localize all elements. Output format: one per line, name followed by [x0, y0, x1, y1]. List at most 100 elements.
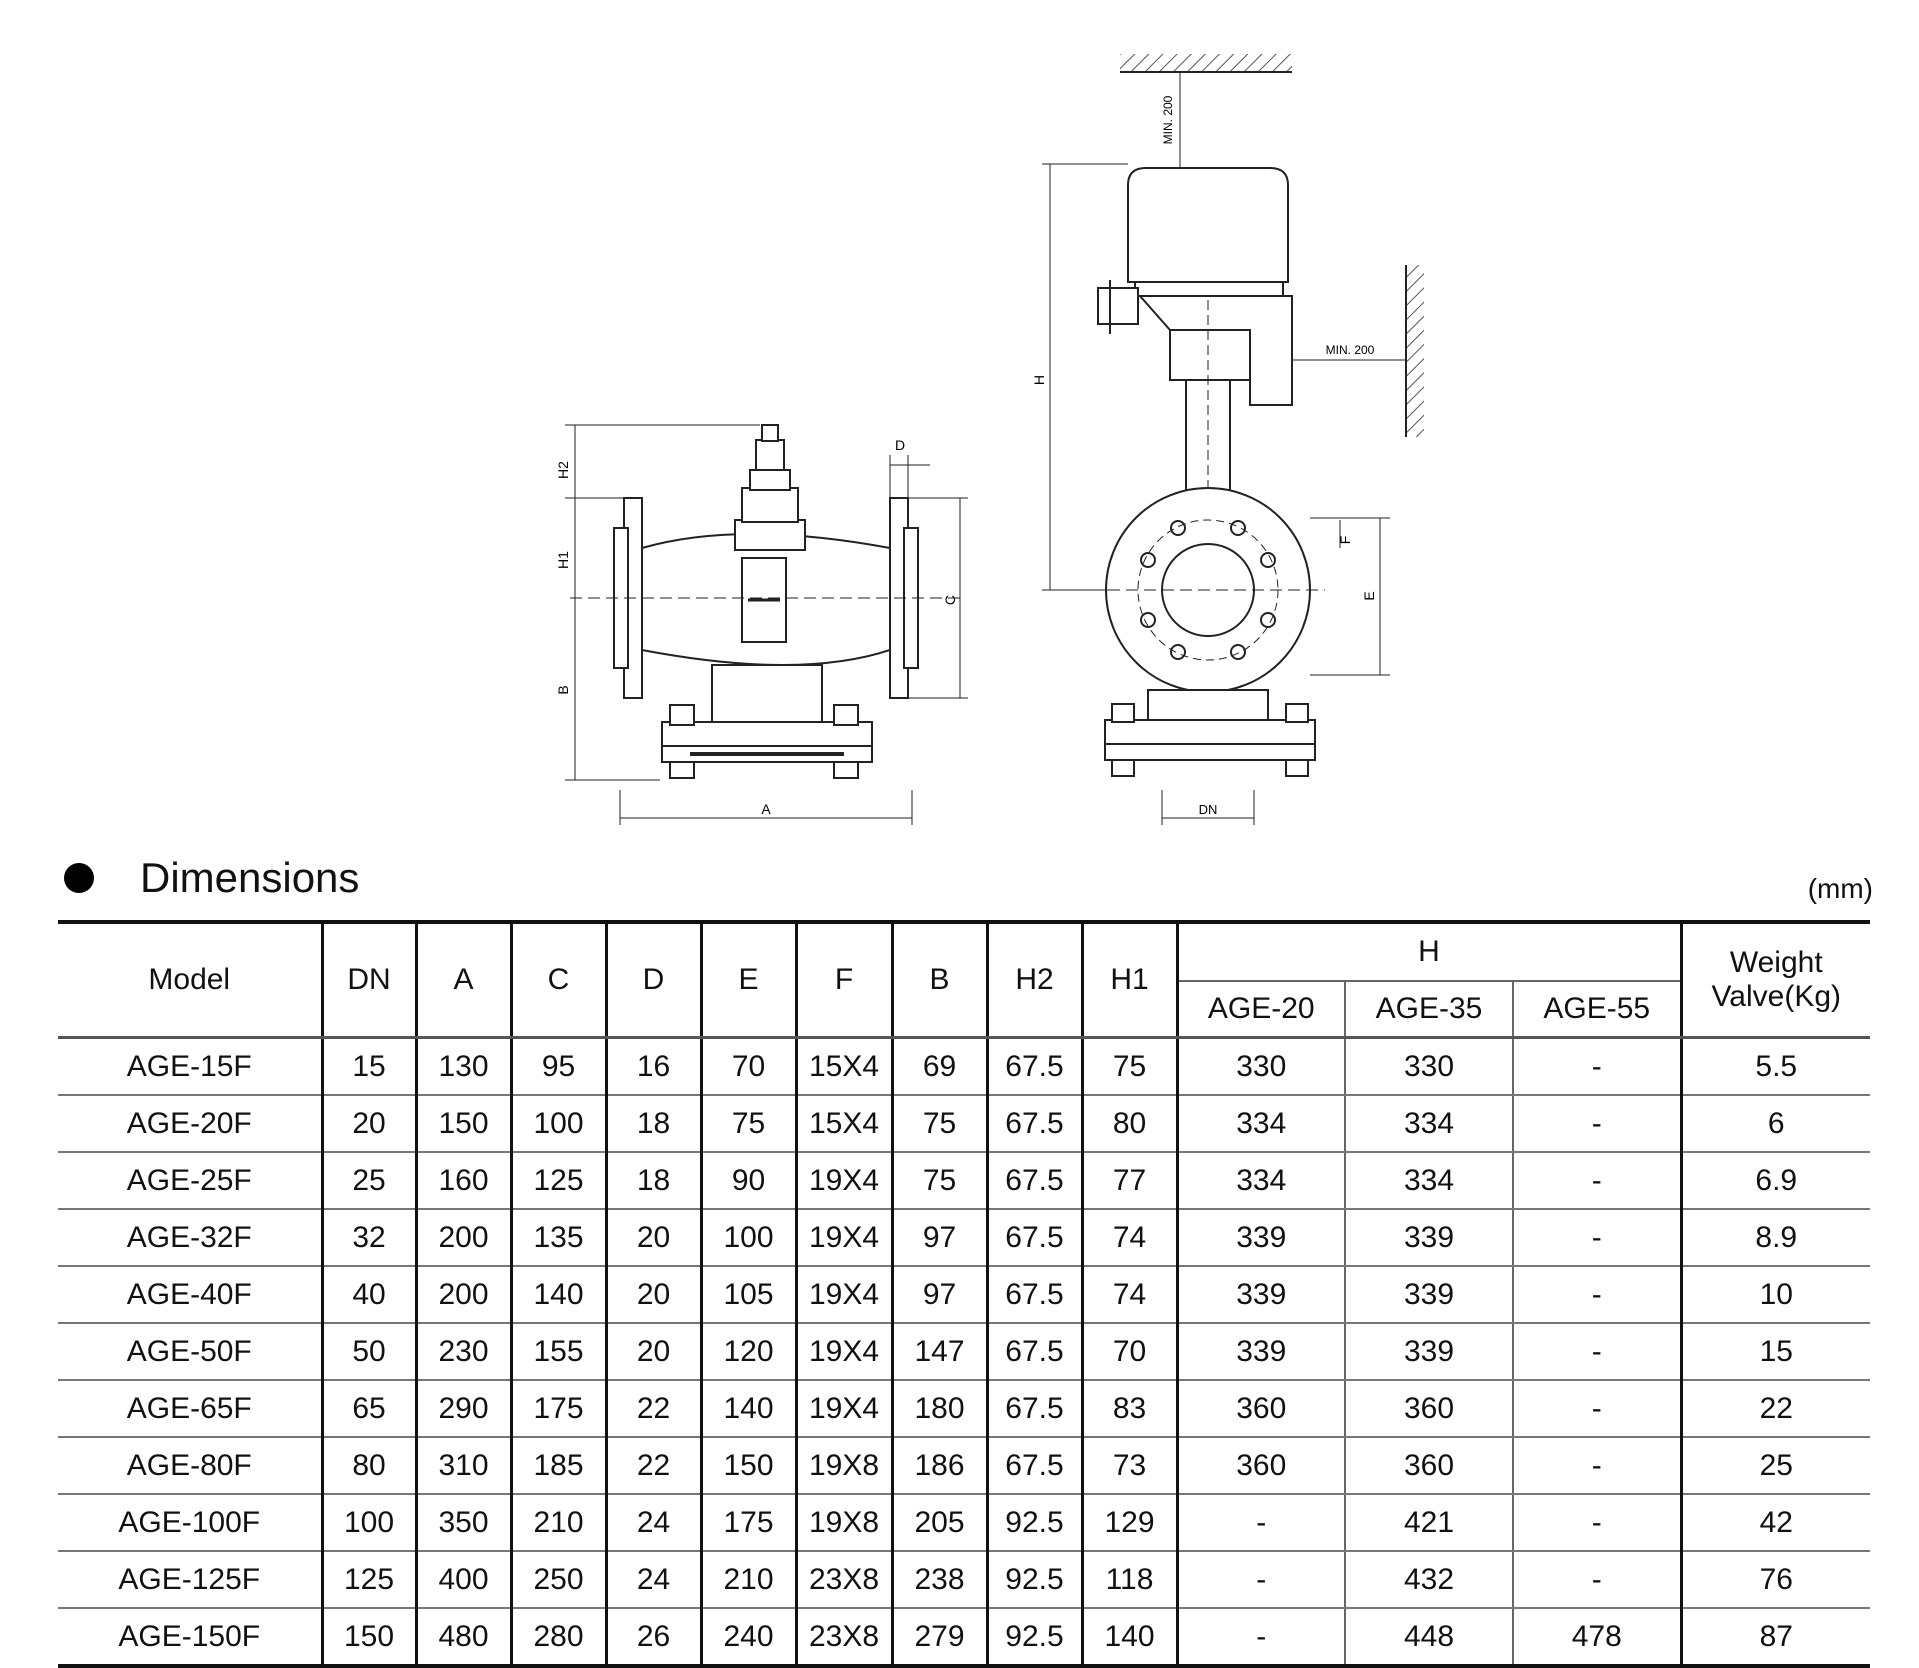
unit-label: (mm) — [1807, 873, 1873, 904]
dim-label-d: D — [895, 437, 905, 453]
table-header-row: Model DN A C D E F B H2 H1 H Weight Valv… — [58, 920, 1871, 1039]
cell-b: 69 — [890, 1037, 987, 1096]
cell-dn: 15 — [320, 1037, 416, 1096]
cell-h-age55: - — [1511, 1437, 1682, 1495]
cell-a: 480 — [414, 1608, 511, 1668]
dimensions-table: Model DN A C D E F B H2 H1 H Weight Valv… — [58, 920, 1871, 1668]
cell-f: 19X8 — [794, 1494, 892, 1552]
cell-b: 205 — [890, 1494, 987, 1552]
cell-h1: 140 — [1080, 1608, 1177, 1668]
cell-h2: 67.5 — [985, 1037, 1082, 1096]
cell-model: AGE-65F — [58, 1380, 322, 1438]
cell-h-age35: 339 — [1344, 1323, 1513, 1381]
cell-h1: 83 — [1080, 1380, 1177, 1438]
cell-h1: 77 — [1080, 1152, 1177, 1210]
cell-d: 20 — [604, 1266, 701, 1324]
cell-dn: 25 — [320, 1152, 416, 1210]
cell-weight: 22 — [1679, 1380, 1871, 1438]
col-header-h-age35: AGE-35 — [1344, 981, 1513, 1039]
cell-h-age20: - — [1175, 1551, 1345, 1609]
cell-h-age55: 478 — [1511, 1608, 1682, 1668]
cell-dn: 40 — [320, 1266, 416, 1324]
cell-h2: 92.5 — [985, 1494, 1082, 1552]
cell-model: AGE-32F — [58, 1209, 322, 1267]
cell-a: 230 — [414, 1323, 511, 1381]
cell-f: 23X8 — [794, 1608, 892, 1668]
cell-d: 20 — [604, 1209, 701, 1267]
cell-b: 186 — [890, 1437, 987, 1495]
col-header-c: C — [509, 920, 606, 1039]
cell-b: 147 — [890, 1323, 987, 1381]
cell-h-age55: - — [1511, 1380, 1682, 1438]
cell-e: 70 — [699, 1037, 796, 1096]
cell-a: 200 — [414, 1266, 511, 1324]
cell-h1: 129 — [1080, 1494, 1177, 1552]
cell-h2: 67.5 — [985, 1323, 1082, 1381]
dim-label-e: E — [1361, 591, 1377, 600]
cell-h1: 118 — [1080, 1551, 1177, 1609]
cell-f: 19X4 — [794, 1266, 892, 1324]
col-header-h-age20: AGE-20 — [1175, 981, 1345, 1039]
col-header-b: B — [890, 920, 987, 1039]
cell-model: AGE-50F — [58, 1323, 322, 1381]
cell-h2: 67.5 — [985, 1095, 1082, 1153]
cell-c: 175 — [509, 1380, 606, 1438]
cell-dn: 80 — [320, 1437, 416, 1495]
cell-h-age20: 334 — [1175, 1095, 1345, 1153]
cell-c: 210 — [509, 1494, 606, 1552]
cell-weight: 87 — [1679, 1608, 1871, 1668]
cell-h2: 67.5 — [985, 1209, 1082, 1267]
cell-h-age20: 360 — [1175, 1380, 1345, 1438]
dim-label-min-top: MIN. 200 — [1161, 95, 1175, 144]
cell-c: 140 — [509, 1266, 606, 1324]
cell-d: 24 — [604, 1494, 701, 1552]
cell-h-age35: 432 — [1344, 1551, 1513, 1609]
cell-h2: 67.5 — [985, 1380, 1082, 1438]
cell-h1: 74 — [1080, 1209, 1177, 1267]
cell-model: AGE-150F — [58, 1608, 322, 1668]
valve-front-view — [565, 424, 968, 825]
cell-h1: 73 — [1080, 1437, 1177, 1495]
cell-d: 26 — [604, 1608, 701, 1668]
cell-model: AGE-20F — [58, 1095, 322, 1153]
cell-dn: 125 — [320, 1551, 416, 1609]
cell-model: AGE-80F — [58, 1437, 322, 1495]
cell-d: 18 — [604, 1095, 701, 1153]
dim-label-min-side: MIN. 200 — [1326, 343, 1375, 357]
cell-e: 150 — [699, 1437, 796, 1495]
dim-label-dn: DN — [1199, 802, 1218, 817]
cell-c: 100 — [509, 1095, 606, 1153]
cell-e: 140 — [699, 1380, 796, 1438]
cell-b: 238 — [890, 1551, 987, 1609]
cell-a: 350 — [414, 1494, 511, 1552]
cell-h-age55: - — [1511, 1209, 1682, 1267]
cell-b: 97 — [890, 1209, 987, 1267]
cell-h-age55: - — [1511, 1037, 1682, 1096]
cell-h1: 80 — [1080, 1095, 1177, 1153]
cell-h-age35: 448 — [1344, 1608, 1513, 1668]
dim-label-a: A — [761, 801, 771, 817]
cell-h-age20: 339 — [1175, 1266, 1345, 1324]
cell-weight: 8.9 — [1679, 1209, 1871, 1267]
cell-f: 19X4 — [794, 1323, 892, 1381]
cell-a: 130 — [414, 1037, 511, 1096]
cell-c: 125 — [509, 1152, 606, 1210]
bullet-icon — [64, 863, 94, 893]
dim-label-b: B — [555, 685, 571, 694]
col-header-h-age55: AGE-55 — [1511, 981, 1682, 1039]
cell-h-age20: 334 — [1175, 1152, 1345, 1210]
cell-f: 15X4 — [794, 1037, 892, 1096]
cell-model: AGE-15F — [58, 1037, 322, 1096]
cell-d: 16 — [604, 1037, 701, 1096]
cell-a: 400 — [414, 1551, 511, 1609]
cell-model: AGE-125F — [58, 1551, 322, 1609]
col-header-d: D — [604, 920, 701, 1039]
col-header-h: H — [1175, 920, 1682, 982]
cell-h-age35: 339 — [1344, 1209, 1513, 1267]
cell-h-age55: - — [1511, 1551, 1682, 1609]
section-heading: Dimensions — [64, 848, 359, 908]
